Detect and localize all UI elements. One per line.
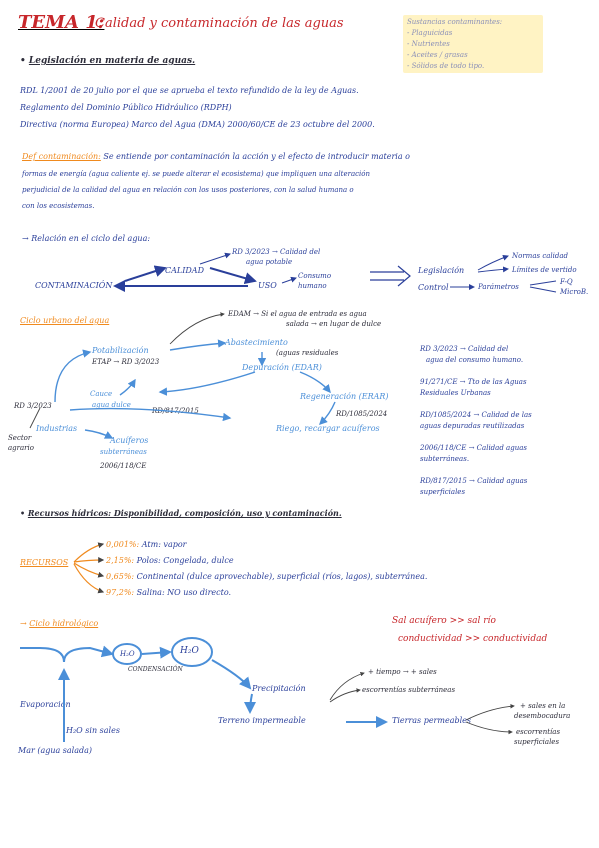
resource-item: 97,2%: Salina: NO uso directo. <box>106 588 232 597</box>
label-legislacion: Legislación <box>418 266 465 275</box>
label-parametros: Parámetros <box>478 283 519 291</box>
label-h2o-cloud: H₂O <box>180 646 199 656</box>
label-condensacion: CONDENSACIÓN <box>128 666 183 673</box>
resource-item: 0,65%: Continental (dulce aprovechable),… <box>106 572 428 581</box>
label-control: Control <box>418 283 449 292</box>
label-industrias: Industrias <box>36 424 78 433</box>
label-rd1085: RD/1085/2024 <box>336 410 388 418</box>
label-subterraneas: subterráneas <box>100 448 147 456</box>
section2-heading: • Recursos hídricos: Disponibilidad, com… <box>20 508 342 518</box>
hydro-arrows <box>20 637 388 742</box>
label-h2o-sin-sales: H₂O sin sales <box>66 726 120 735</box>
label-humano: humano <box>298 282 327 290</box>
sticky-item: - Plaguicidas <box>407 29 453 37</box>
label-precipitacion: Precipitación <box>252 684 306 693</box>
label-potabilizacion: Potabilización <box>92 346 149 355</box>
label-cauce: Cauce <box>90 390 113 398</box>
label-tierras: Tierras permeables <box>392 716 471 725</box>
rd-calidad: RD 3/2023 → Calidad del <box>232 248 321 256</box>
sticky-item: - Aceites / grasas <box>407 51 468 59</box>
label-h2o-small: H₂O <box>120 650 135 658</box>
label-tiempo: + tiempo → + sales <box>368 668 437 676</box>
definition-line: con los ecosistemas. <box>22 202 95 210</box>
edam-note-2: salada → en lugar de dulce <box>286 320 382 328</box>
label-escorr1: escorrentías <box>516 728 561 736</box>
relation-arrows <box>113 252 557 293</box>
label-terreno: Terreno impermeable <box>218 716 306 725</box>
label-escorr2: superficiales <box>514 738 560 746</box>
sticky-note: Sustancias contaminantes: - Plaguicidas … <box>403 15 543 73</box>
label-normas: Normas calidad <box>512 252 569 260</box>
resource-item: 2,15%: Polos: Congelada, dulce <box>106 556 234 565</box>
title-prefix: TEMA 1: <box>18 12 105 33</box>
definition-line: perjudicial de la calidad del agua en re… <box>22 186 354 194</box>
rd-calidad-2: agua potable <box>246 258 293 266</box>
label-acuiferos: Acuíferos <box>110 436 149 445</box>
resources-arrows <box>73 542 105 594</box>
relacion-heading: → Relación en el ciclo del agua: <box>22 234 151 243</box>
label-sales2: desembocadura <box>514 712 571 720</box>
label-regeneracion: Regeneración (ERAR) <box>300 392 389 401</box>
legislation-line: Directiva (norma Europea) Marco del Agua… <box>20 120 375 129</box>
label-agua-dulce: agua dulce <box>92 401 131 409</box>
label-sector: Sector <box>8 434 32 442</box>
hidro-heading: → Ciclo hidrológico <box>20 619 99 628</box>
label-riego: Riego, recargar acuíferos <box>276 424 380 433</box>
note-sal: Sal acuífero >> sal río <box>392 616 496 626</box>
section1-heading: • Legislación en materia de aguas. <box>20 56 196 66</box>
label-rd2006: 2006/118/CE <box>100 462 147 470</box>
label-rd3: RD 3/2023 <box>14 402 52 410</box>
label-mar: Mar (agua salada) <box>18 746 93 755</box>
definition-line: formas de energía (agua caliente ej. se … <box>22 170 371 178</box>
legislation-line: RDL 1/2001 de 20 julio por el que se apr… <box>20 86 359 95</box>
label-etap: ETAP → RD 3/2023 <box>92 358 160 366</box>
note-conductividad: conductividad >> conductividad <box>398 634 548 644</box>
definition-line: Def contaminación: Se entiende por conta… <box>22 152 410 161</box>
sticky-heading: Sustancias contaminantes: <box>407 18 503 26</box>
title-text: Calidad y contaminación de las aguas <box>95 16 344 31</box>
label-recursos: RECURSOS <box>20 558 69 567</box>
label-escorrentias: escorrentías subterráneas <box>362 686 456 694</box>
edam-note: EDAM → Si el agua de entrada es agua <box>228 310 367 318</box>
urban-cycle-arrows <box>54 339 336 439</box>
label-uso: USO <box>258 281 277 290</box>
label-contaminacion: CONTAMINACIÓN <box>35 281 113 290</box>
label-micro: MicroB. <box>560 288 589 296</box>
label-aguas-residuales: (aguas residuales <box>276 349 339 357</box>
label-depuracion: Depuración (EDAR) <box>242 363 322 372</box>
sticky-item: - Sólidos de todo tipo. <box>407 62 485 70</box>
legislation-line: Reglamento del Dominio Público Hidráulic… <box>20 103 232 112</box>
label-agrario: agrario <box>8 444 34 452</box>
label-fq: F-Q <box>560 278 573 286</box>
label-limites: Límites de vertido <box>512 266 577 274</box>
label-evaporacion: Evaporación <box>20 700 71 709</box>
resource-item: 0,001%: Atm: vapor <box>106 540 187 549</box>
label-sales1: + sales en la <box>520 702 566 710</box>
label-abastecimiento: Abastecimiento <box>225 338 288 347</box>
label-calidad: CALIDAD <box>165 266 204 275</box>
ciclo-urbano-heading: Ciclo urbano del agua <box>20 316 110 325</box>
label-consumo: Consumo <box>298 272 332 280</box>
sticky-item: - Nutrientes <box>407 40 450 48</box>
